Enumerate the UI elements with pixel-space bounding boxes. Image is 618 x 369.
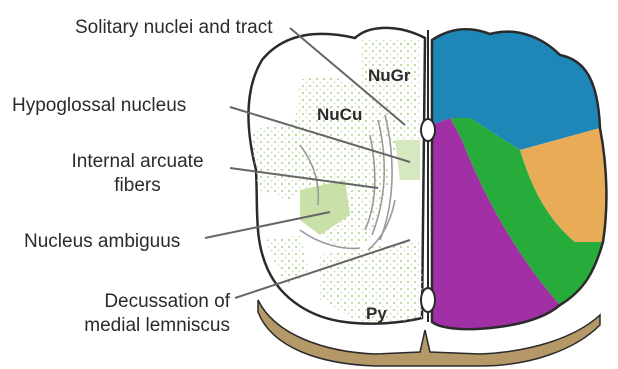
label-hypoglossal-nucleus: Hypoglossal nucleus	[12, 94, 186, 118]
dorsal-groove	[421, 119, 435, 141]
label-solitary-nuclei: Solitary nuclei and tract	[75, 16, 273, 40]
label-decussation: Decussation of medial lemniscus	[40, 290, 230, 338]
region-label-py: Py	[366, 302, 387, 326]
ventral-notch	[421, 288, 435, 312]
label-decussation-line1: Decussation of	[40, 290, 230, 314]
label-internal-arcuate: Internal arcuate fibers	[45, 150, 230, 198]
label-nucleus-ambiguus: Nucleus ambiguus	[24, 230, 180, 254]
label-decussation-line2: medial lemniscus	[40, 314, 230, 338]
label-internal-arcuate-line1: Internal arcuate	[45, 150, 230, 174]
label-internal-arcuate-line2: fibers	[45, 174, 230, 198]
region-label-nugr: NuGr	[368, 64, 411, 88]
region-label-nucu: NuCu	[317, 103, 362, 127]
